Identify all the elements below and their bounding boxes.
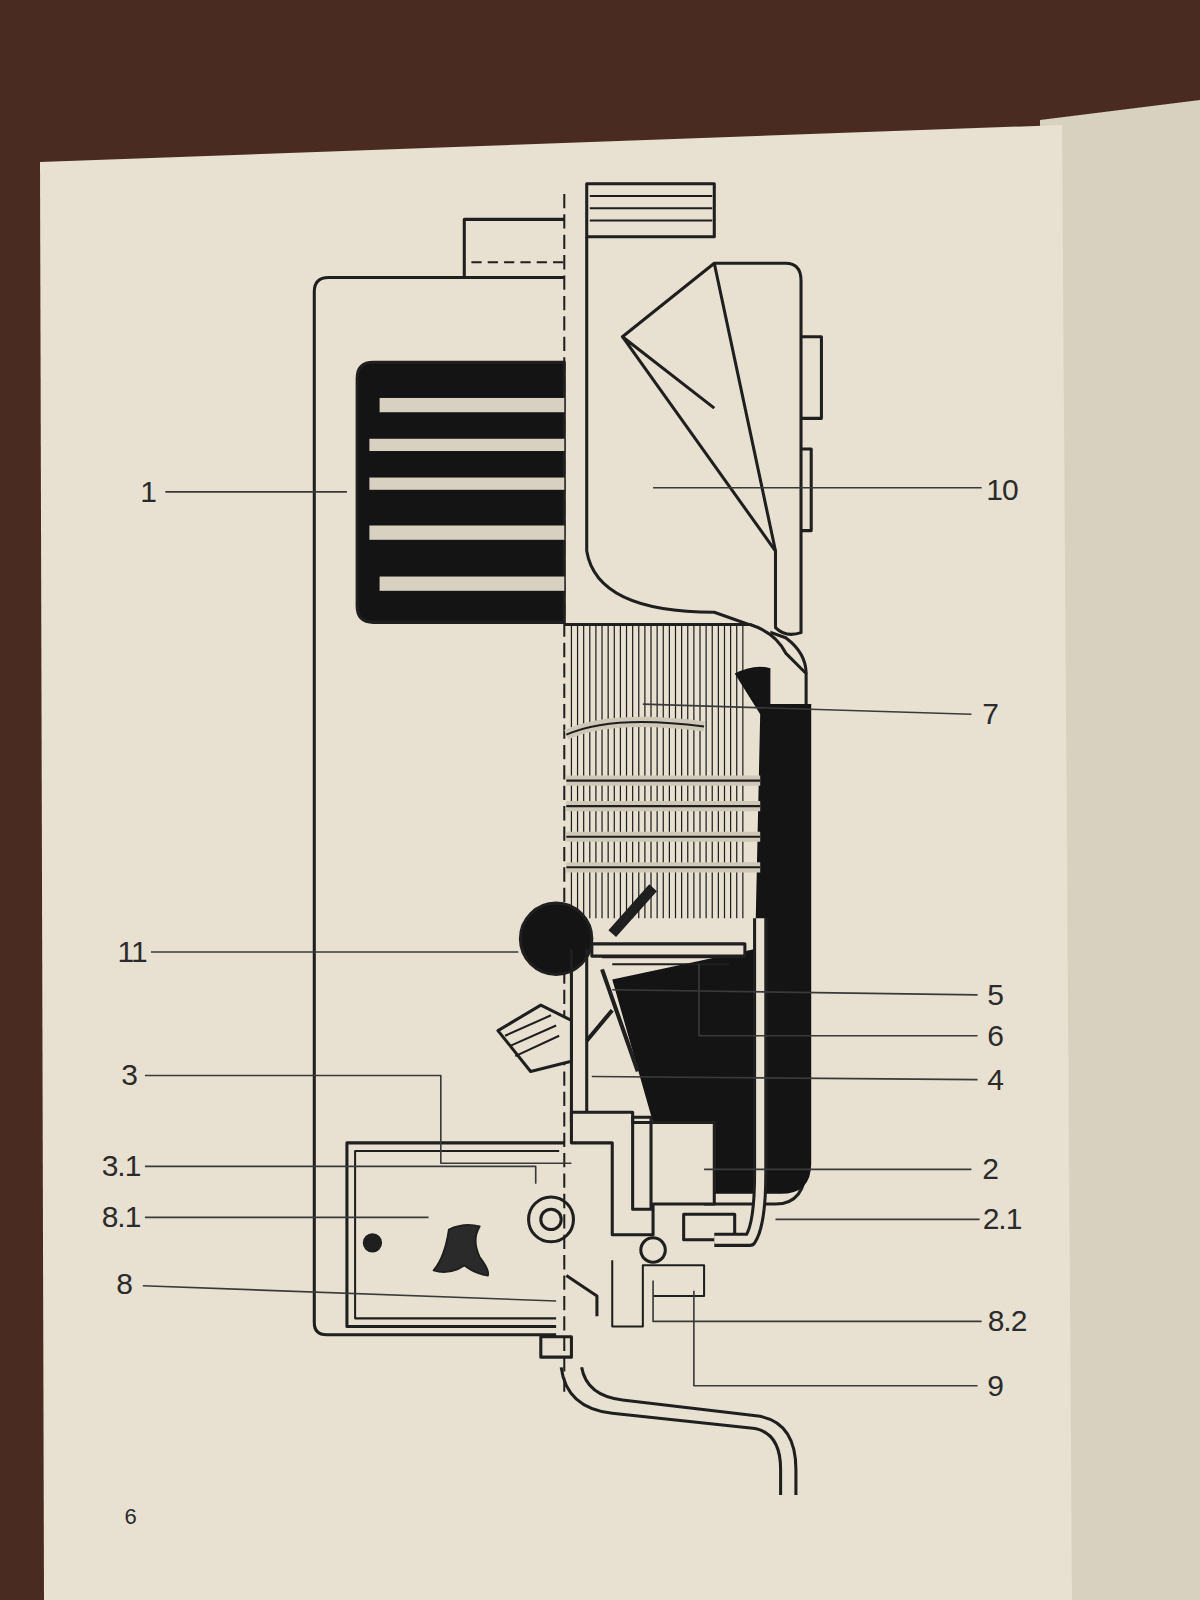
- callout-number: 2: [982, 1154, 998, 1184]
- callout-number: 11: [117, 937, 146, 967]
- page-number: 6: [124, 1506, 135, 1528]
- callout-number: 10: [986, 475, 1017, 505]
- callout-number: 2.1: [983, 1204, 1022, 1234]
- callout-number: 6: [987, 1021, 1003, 1051]
- callout-number: 5: [987, 980, 1003, 1010]
- callout-number: 3.1: [102, 1151, 141, 1181]
- callout-number: 7: [982, 699, 998, 729]
- callout-number: 3: [121, 1060, 137, 1090]
- callout-number: 8.2: [988, 1306, 1027, 1336]
- callout-number: 9: [987, 1371, 1003, 1401]
- callout-number: 4: [987, 1065, 1003, 1095]
- callout-number: 8: [116, 1269, 132, 1299]
- callout-number: 1: [140, 477, 156, 507]
- callout-number: 8.1: [102, 1202, 141, 1232]
